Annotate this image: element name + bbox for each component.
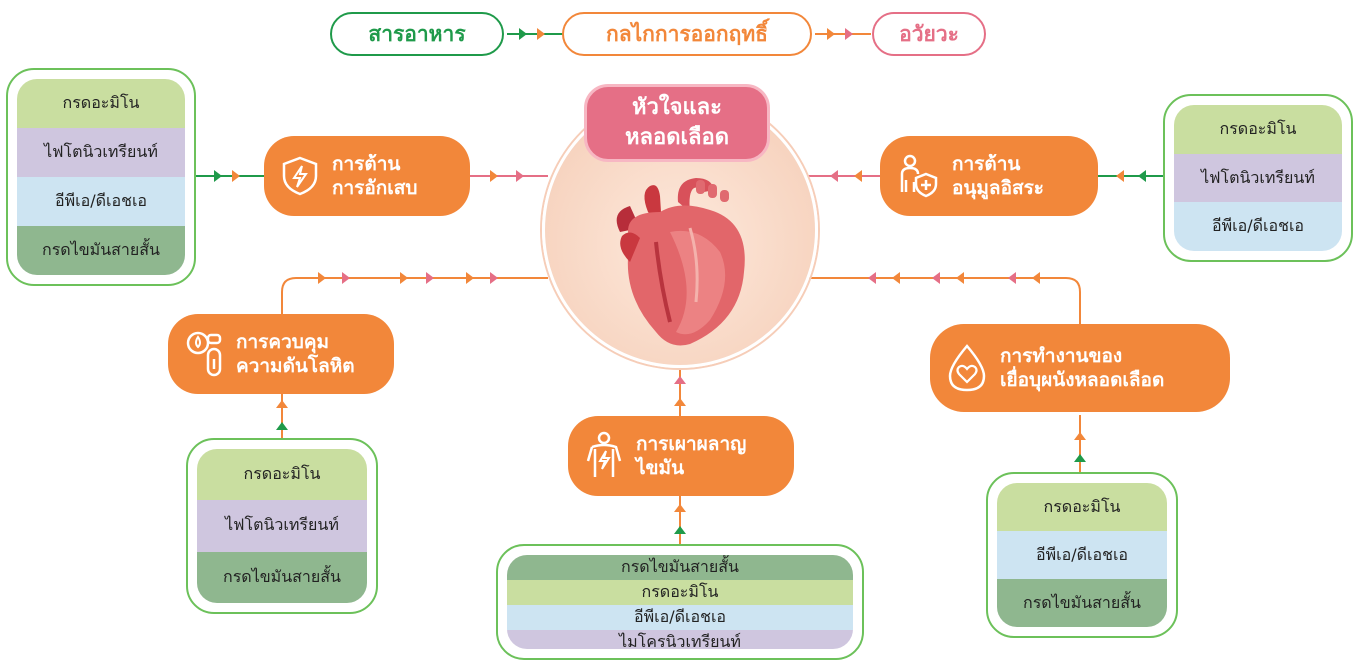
drop-heart-icon (948, 344, 986, 392)
mechanism-fat-metabolism-line1: การเผาผลาญ (636, 433, 747, 455)
mechanism-antioxidant-line2: อนุมูลอิสระ (952, 177, 1044, 199)
heart-illustration (616, 178, 745, 346)
organ-title-line1: หัวใจและ (632, 95, 722, 120)
nutrient-panel-bottom-right: กรดอะมิโน อีพีเอ/ดีเอชเอ กรดไขมันสายสั้น (986, 472, 1178, 638)
nutrient-item: อีพีเอ/ดีเอชเอ (1174, 202, 1342, 251)
nutrient-item: กรดอะมิโน (997, 483, 1167, 531)
nutrient-item: ไมโครนิวเทรียนท์ (507, 630, 853, 649)
nutrient-item: ไฟโตนิวเทรียนท์ (17, 128, 185, 177)
nutrient-item: กรดไขมันสายสั้น (17, 226, 185, 275)
nutrient-panel-top-right: กรดอะมิโน ไฟโตนิวเทรียนท์ อีพีเอ/ดีเอชเอ (1163, 94, 1353, 262)
mechanism-blood-pressure-line1: การควบคุม (236, 331, 330, 353)
nutrient-item: อีพีเอ/ดีเอชเอ (17, 177, 185, 226)
nutrient-item: ไฟโตนิวเทรียนท์ (1174, 153, 1342, 203)
nutrient-panel-bottom-center: กรดไขมันสายสั้น กรดอะมิโน อีพีเอ/ดีเอชเอ… (496, 544, 864, 660)
mechanism-endothelium: การทำงานของ เยื่อบุผนังหลอดเลือด (930, 324, 1230, 412)
mechanism-blood-pressure: การควบคุม ความดันโลหิต (168, 314, 394, 394)
nutrient-item: อีพีเอ/ดีเอชเอ (507, 605, 853, 630)
mechanism-antioxidant: การต้าน อนุมูลอิสระ (880, 136, 1098, 216)
legend-mechanism-label: กลไกการออกฤทธิ์ (606, 21, 768, 46)
nutrient-panel-top-left: กรดอะมิโน ไฟโตนิวเทรียนท์ อีพีเอ/ดีเอชเอ… (6, 68, 196, 286)
body-energy-icon (586, 431, 622, 477)
nutrient-panel-bottom-left: กรดอะมิโน ไฟโตนิวเทรียนท์ กรดไขมันสายสั้… (186, 438, 378, 614)
nutrient-item: กรดไขมันสายสั้น (997, 579, 1167, 627)
mechanism-anti-inflammation: การต้าน การอักเสบ (264, 136, 470, 216)
nutrient-item: กรดอะมิโน (17, 79, 185, 128)
nutrient-item: กรดอะมิโน (197, 449, 367, 501)
mechanism-anti-inflammation-line1: การต้าน (332, 153, 401, 175)
mechanism-endothelium-line1: การทำงานของ (1000, 345, 1123, 367)
nutrient-item: กรดอะมิโน (507, 580, 853, 605)
mechanism-fat-metabolism: การเผาผลาญ ไขมัน (568, 416, 794, 496)
mechanism-anti-inflammation-label: การต้าน การอักเสบ (332, 152, 417, 200)
organ-title: หัวใจและ หลอดเลือด (584, 84, 770, 162)
mechanism-antioxidant-label: การต้าน อนุมูลอิสระ (952, 152, 1044, 200)
mechanism-endothelium-line2: เยื่อบุผนังหลอดเลือด (1000, 369, 1165, 391)
person-shield-icon (900, 154, 938, 198)
nutrient-item: กรดอะมิโน (1174, 105, 1342, 154)
mechanism-blood-pressure-label: การควบคุม ความดันโลหิต (236, 330, 355, 378)
legend-nutrients: สารอาหาร (330, 12, 504, 56)
legend-mechanism: กลไกการออกฤทธิ์ (562, 12, 812, 56)
nutrient-item: ไฟโตนิวเทรียนท์ (197, 500, 367, 552)
mechanism-fat-metabolism-line2: ไขมัน (636, 457, 685, 479)
nutrient-item: กรดไขมันสายสั้น (197, 551, 367, 603)
mechanism-anti-inflammation-line2: การอักเสบ (332, 177, 418, 199)
legend-organ: อวัยวะ (872, 12, 986, 56)
shield-lightning-icon (282, 156, 318, 196)
legend-nutrients-label: สารอาหาร (368, 21, 466, 46)
blood-pressure-icon (186, 331, 222, 377)
nutrient-item: กรดไขมันสายสั้น (507, 555, 853, 580)
legend-organ-label: อวัยวะ (899, 21, 959, 46)
legend-arrows-1 (507, 28, 563, 40)
legend-arrows-2 (815, 28, 871, 40)
mechanism-fat-metabolism-label: การเผาผลาญ ไขมัน (636, 432, 746, 480)
nutrient-item: อีพีเอ/ดีเอชเอ (997, 531, 1167, 579)
mechanism-antioxidant-line1: การต้าน (952, 153, 1021, 175)
mechanism-blood-pressure-line2: ความดันโลหิต (236, 355, 355, 377)
organ-title-line2: หลอดเลือด (625, 125, 729, 150)
mechanism-endothelium-label: การทำงานของ เยื่อบุผนังหลอดเลือด (1000, 344, 1164, 392)
